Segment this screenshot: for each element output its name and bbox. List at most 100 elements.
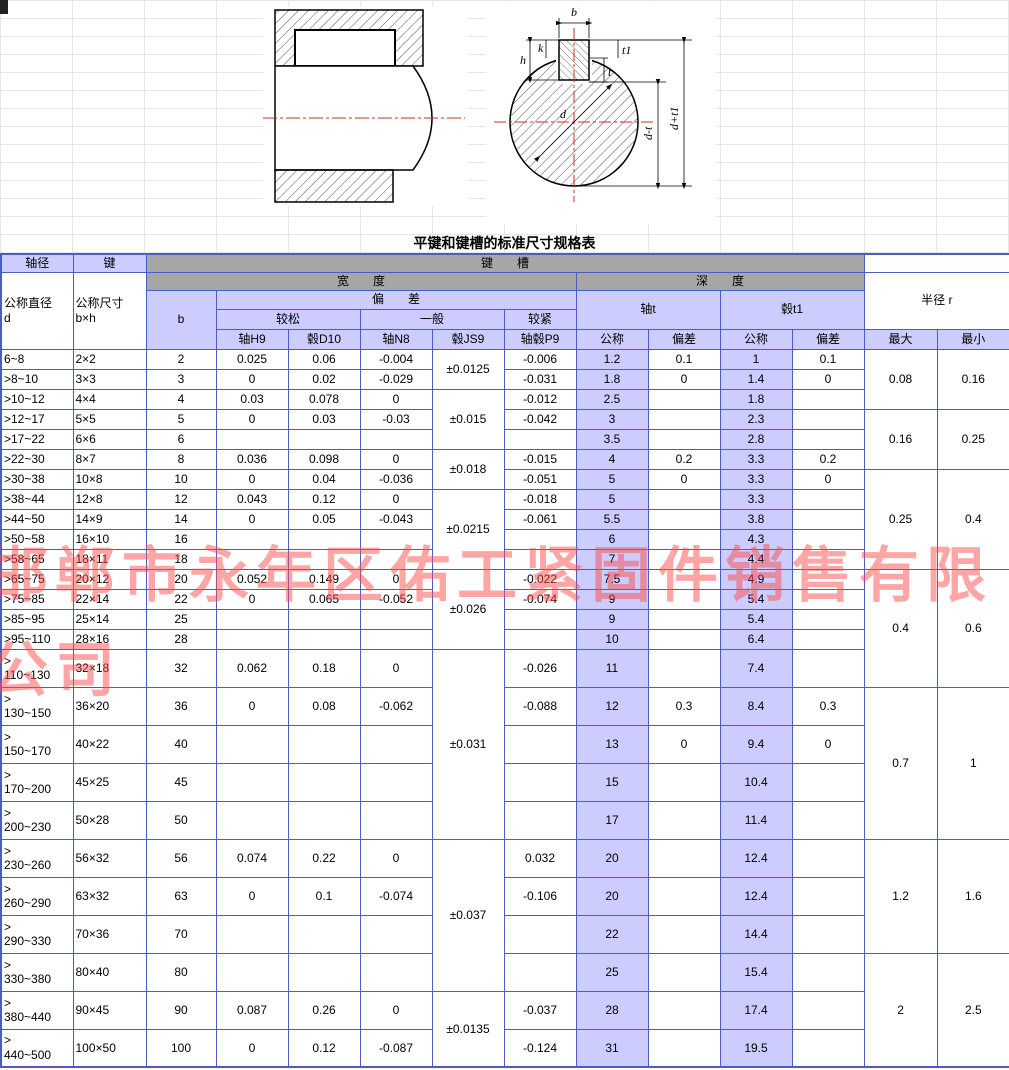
body-cell: 9 xyxy=(576,609,648,629)
body-cell: 13 xyxy=(576,725,648,763)
body-cell: ±0.026 xyxy=(432,569,504,649)
body-cell: 4.4 xyxy=(720,549,792,569)
body-cell: >10~12 xyxy=(1,389,73,409)
body-cell: 32 xyxy=(146,649,216,687)
body-row: > 110~13032×18320.0620.180±0.031-0.02611… xyxy=(1,649,1009,687)
body-cell: 22 xyxy=(146,589,216,609)
body-row: > 290~33070×36702214.4 xyxy=(1,915,1009,953)
body-cell: 1.2 xyxy=(864,839,937,953)
body-cell: 1 xyxy=(720,349,792,369)
body-cell xyxy=(360,429,432,449)
body-cell: 2 xyxy=(146,349,216,369)
body-cell: > 150~170 xyxy=(1,725,73,763)
body-cell: 2 xyxy=(864,953,937,1067)
body-cell: >17~22 xyxy=(1,429,73,449)
body-cell xyxy=(360,549,432,569)
body-cell: 11.4 xyxy=(720,801,792,839)
body-cell xyxy=(288,725,360,763)
header-cell: 较紧 xyxy=(504,309,576,329)
body-row: >85~9525×142595.4 xyxy=(1,609,1009,629)
body-row: >58~6518×111874.4 xyxy=(1,549,1009,569)
body-cell: 0.4 xyxy=(937,469,1009,569)
body-cell xyxy=(360,609,432,629)
body-cell: -0.074 xyxy=(360,877,432,915)
body-cell xyxy=(288,629,360,649)
body-cell xyxy=(792,1029,864,1067)
body-cell: 3 xyxy=(576,409,648,429)
body-cell: 0.1 xyxy=(288,877,360,915)
body-cell: 9.4 xyxy=(720,725,792,763)
header-cell: 轴N8 xyxy=(360,329,432,349)
body-cell: >38~44 xyxy=(1,489,73,509)
body-cell: 0.26 xyxy=(288,991,360,1029)
body-cell: 6~8 xyxy=(1,349,73,369)
body-cell: 9 xyxy=(576,589,648,609)
body-cell: 0 xyxy=(360,389,432,409)
body-cell xyxy=(648,589,720,609)
body-cell xyxy=(648,877,720,915)
dim-d-plus-t1-label: d+t1 xyxy=(667,107,681,130)
body-cell: 0.08 xyxy=(864,349,937,409)
body-cell: > 290~330 xyxy=(1,915,73,953)
body-cell xyxy=(792,589,864,609)
body-cell xyxy=(648,569,720,589)
body-cell xyxy=(216,801,288,839)
body-cell: 0.4 xyxy=(864,569,937,687)
body-cell: 0 xyxy=(792,725,864,763)
header-cell: 轴t xyxy=(576,290,720,329)
body-cell xyxy=(504,953,576,991)
body-cell: 2.8 xyxy=(720,429,792,449)
body-cell: 25 xyxy=(146,609,216,629)
body-row: >95~11028×1628106.4 xyxy=(1,629,1009,649)
body-cell: 70×36 xyxy=(73,915,146,953)
body-cell: ±0.0135 xyxy=(432,991,504,1067)
body-cell: 36 xyxy=(146,687,216,725)
body-cell: > 330~380 xyxy=(1,953,73,991)
header-cell: 毂t1 xyxy=(720,290,864,329)
header-cell: 公称尺寸 b×h xyxy=(73,272,146,349)
header-cell: 轴径 xyxy=(1,254,73,272)
hub-lower-section-hatch xyxy=(275,170,393,202)
body-cell: 0 xyxy=(216,369,288,389)
body-cell: 63×32 xyxy=(73,877,146,915)
body-cell xyxy=(648,839,720,877)
header-cell: 公称 xyxy=(720,329,792,349)
body-cell xyxy=(648,953,720,991)
header-cell: 毂JS9 xyxy=(432,329,504,349)
body-cell: >95~110 xyxy=(1,629,73,649)
body-cell: -0.03 xyxy=(360,409,432,429)
body-cell: 0 xyxy=(792,369,864,389)
body-row: > 330~38080×40802515.422.5 xyxy=(1,953,1009,991)
body-cell xyxy=(648,549,720,569)
page-title: 平键和键槽的标准尺寸规格表 xyxy=(0,233,1009,253)
body-cell: 0.062 xyxy=(216,649,288,687)
body-row: > 130~15036×203600.08-0.062-0.088120.38.… xyxy=(1,687,1009,725)
body-cell: 3×3 xyxy=(73,369,146,389)
key-side-view xyxy=(295,30,395,66)
body-cell: 0.25 xyxy=(937,409,1009,469)
body-cell xyxy=(648,489,720,509)
body-cell: 0.036 xyxy=(216,449,288,469)
body-cell: 0.065 xyxy=(288,589,360,609)
body-cell: > 380~440 xyxy=(1,991,73,1029)
body-cell xyxy=(648,649,720,687)
body-cell: 10 xyxy=(576,629,648,649)
header-row: 轴径键键 槽 xyxy=(1,254,1009,272)
body-cell: 14 xyxy=(146,509,216,529)
body-cell: 2.5 xyxy=(576,389,648,409)
body-cell: 0.1 xyxy=(792,349,864,369)
body-cell xyxy=(216,763,288,801)
body-cell: 12.4 xyxy=(720,839,792,877)
body-cell: 22×14 xyxy=(73,589,146,609)
body-cell xyxy=(792,569,864,589)
shaft-longitudinal-section-drawing xyxy=(263,6,468,206)
body-cell: 40 xyxy=(146,725,216,763)
body-cell xyxy=(360,725,432,763)
body-cell: 10 xyxy=(146,469,216,489)
body-cell: 0 xyxy=(216,877,288,915)
body-cell xyxy=(504,725,576,763)
body-cell: >50~58 xyxy=(1,529,73,549)
body-cell: 0 xyxy=(360,489,432,509)
body-cell: 6 xyxy=(146,429,216,449)
key-keyway-spec-table: 轴径键键 槽公称直径 d公称尺寸 b×h宽 度深 度半径 rb偏 差轴t毂t1较… xyxy=(0,253,1009,1068)
